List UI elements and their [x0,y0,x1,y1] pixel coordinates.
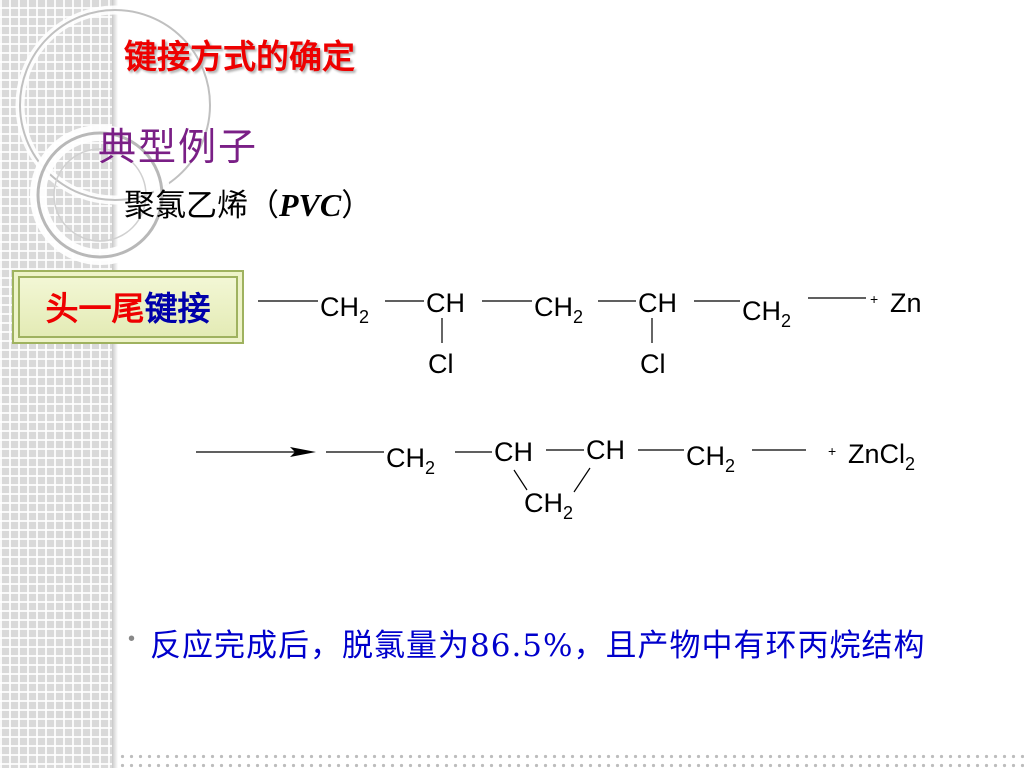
plus-sign-2: + [828,443,836,459]
chem-unit-ch2-2: CH2 [534,292,583,327]
slide-title: 键接方式的确定 [124,37,355,76]
example-heading: 典型例子 [98,125,259,169]
bottom-dot-border [118,752,1024,768]
chem-unit-ch2-3: CH2 [742,296,791,331]
head-tail-linkage-box: 头一尾键接 [12,270,244,344]
polymer-name: 聚氯乙烯（PVC） [124,180,372,225]
product-unit-ch2-2: CH2 [686,441,735,476]
linkage-label-bond: 键接 [144,289,211,328]
linkage-label-head-tail: 头一尾 [45,289,145,328]
decorative-circles [15,5,215,265]
bullet-marker: • [128,628,136,650]
polymer-abbreviation: PVC [279,187,342,223]
linkage-label: 头一尾键接 [14,272,242,346]
reagent-zn: Zn [890,288,922,318]
strip-edge-shade [112,0,118,768]
plus-sign-1: + [870,291,878,307]
reaction-arrow-head [290,447,316,457]
cyclopropane-ch2-bridge: CH2 [524,488,573,523]
chem-unit-ch2-1: CH2 [320,292,369,327]
polymer-name-close: ） [341,188,373,224]
chem-substituent-cl-1: Cl [428,349,454,379]
product-unit-ch-1: CH [494,437,533,467]
bullet-result-text: 反应完成后，脱氯量为86.5%，且产物中有环丙烷结构 [150,628,926,664]
bond-lines [196,297,866,493]
chem-substituent-cl-2: Cl [640,349,666,379]
chem-unit-ch-2: CH [638,288,677,318]
chem-unit-ch-1: CH [426,288,465,318]
product-zncl2: ZnCl2 [848,439,915,474]
polymer-name-cn: 聚氯乙烯（ [124,188,279,224]
product-unit-ch2-1: CH2 [386,443,435,478]
product-unit-ch-2: CH [586,435,625,465]
